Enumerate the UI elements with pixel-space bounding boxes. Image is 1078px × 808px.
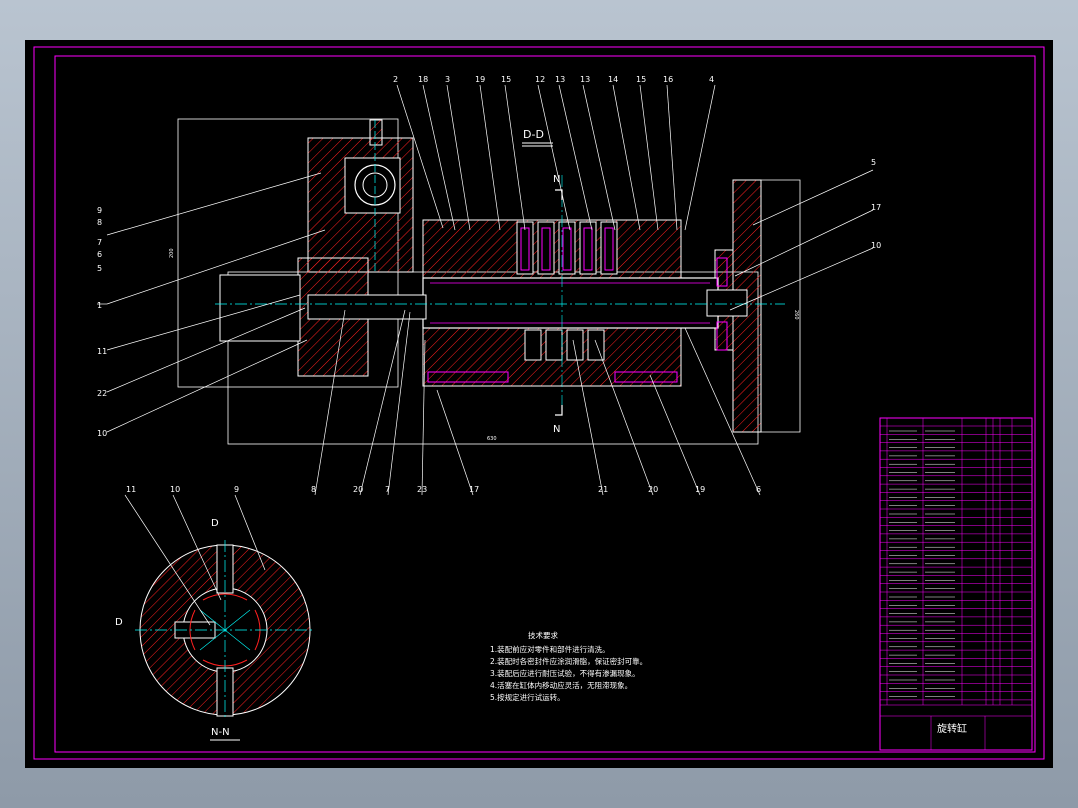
- svg-text:1: 1: [97, 301, 102, 310]
- callouts-right: 5 17 10: [871, 158, 881, 250]
- leader-lines: [97, 84, 874, 496]
- svg-text:13: 13: [580, 75, 590, 84]
- callouts-bottom: 8 20 7 23 17 21 20 19 6: [311, 485, 761, 494]
- svg-text:4.活塞在缸体内移动应灵活，无阻滞现象。: 4.活塞在缸体内移动应灵活，无阻滞现象。: [490, 680, 632, 690]
- svg-text:20: 20: [648, 485, 658, 494]
- svg-text:9: 9: [234, 485, 239, 494]
- svg-text:18: 18: [418, 75, 428, 84]
- svg-text:8: 8: [97, 218, 102, 227]
- svg-text:7: 7: [385, 485, 390, 494]
- svg-text:9: 9: [97, 206, 102, 215]
- drawing-canvas: 630 200 260 D-D N N: [33, 46, 1045, 760]
- title-block: 旋转缸: [937, 722, 967, 735]
- svg-text:13: 13: [555, 75, 565, 84]
- dim-right: 260: [793, 310, 799, 320]
- svg-text:5: 5: [871, 158, 876, 167]
- svg-text:3: 3: [445, 75, 450, 84]
- section-dd-label: D-D: [523, 128, 544, 141]
- svg-text:6: 6: [756, 485, 761, 494]
- svg-text:10: 10: [97, 429, 107, 438]
- dim-top: 630: [487, 436, 497, 442]
- svg-text:20: 20: [353, 485, 363, 494]
- svg-text:1.装配前应对零件和部件进行清洗。: 1.装配前应对零件和部件进行清洗。: [490, 644, 610, 654]
- svg-text:12: 12: [535, 75, 545, 84]
- svg-text:5.按规定进行试运转。: 5.按规定进行试运转。: [490, 692, 565, 702]
- svg-text:4: 4: [709, 75, 714, 84]
- nn-mark-d-top: D: [211, 518, 219, 529]
- svg-text:3.装配后应进行耐压试验，不得有渗漏现象。: 3.装配后应进行耐压试验，不得有渗漏现象。: [490, 668, 640, 678]
- section-n-top: N: [553, 174, 560, 185]
- svg-text:10: 10: [170, 485, 180, 494]
- section-n-bottom: N: [553, 424, 560, 435]
- svg-text:10: 10: [871, 241, 881, 250]
- svg-text:16: 16: [663, 75, 673, 84]
- svg-text:5: 5: [97, 264, 102, 273]
- cad-viewport[interactable]: 630 200 260 D-D N N: [25, 40, 1053, 768]
- technical-requirements: 技术要求 1.装配前应对零件和部件进行清洗。 2.装配时各密封件应涂润滑脂，保证…: [490, 630, 647, 702]
- svg-text:22: 22: [97, 389, 107, 398]
- svg-text:6: 6: [97, 250, 102, 259]
- main-section-view: 630 200 260 D-D N N: [169, 118, 801, 445]
- nn-mark-d-left: D: [115, 617, 123, 628]
- svg-text:11: 11: [97, 347, 107, 356]
- svg-text:17: 17: [469, 485, 479, 494]
- svg-text:2.装配时各密封件应涂润滑脂，保证密封可靠。: 2.装配时各密封件应涂润滑脂，保证密封可靠。: [490, 656, 647, 666]
- requirements-title: 技术要求: [528, 630, 558, 640]
- svg-text:15: 15: [501, 75, 511, 84]
- svg-text:23: 23: [417, 485, 427, 494]
- callouts-left: 9 8 7 6 5 1 11 22 10: [97, 206, 107, 438]
- svg-text:15: 15: [636, 75, 646, 84]
- drawing-title: 旋转缸: [937, 722, 967, 735]
- svg-text:8: 8: [311, 485, 316, 494]
- inner-frame: [54, 55, 1036, 753]
- section-nn-label: N-N: [211, 727, 230, 738]
- svg-text:2: 2: [393, 75, 398, 84]
- svg-text:14: 14: [608, 75, 618, 84]
- section-nn-view: 11 10 9 D D N-N: [115, 485, 315, 741]
- svg-text:11: 11: [126, 485, 136, 494]
- svg-text:21: 21: [598, 485, 608, 494]
- svg-text:19: 19: [475, 75, 485, 84]
- svg-text:17: 17: [871, 203, 881, 212]
- outer-frame: [33, 46, 1045, 760]
- svg-text:19: 19: [695, 485, 705, 494]
- callouts-top: 2 18 3 19 15 12 13 13 14 15 16 4: [393, 75, 714, 84]
- dim-left: 200: [169, 248, 175, 258]
- parts-list-table: [879, 417, 1033, 751]
- svg-text:7: 7: [97, 238, 102, 247]
